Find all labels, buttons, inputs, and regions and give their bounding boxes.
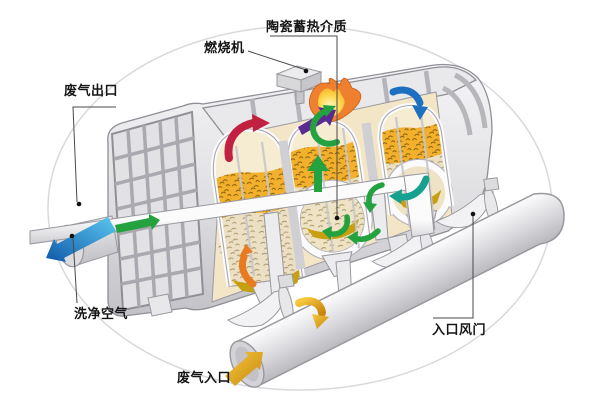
hot-gas-arrow-head (252, 114, 270, 132)
leader-exhaust-outlet (72, 106, 116, 203)
duct-flow-arrow (115, 214, 160, 233)
green-left-arrow (355, 228, 381, 242)
damper-stub (483, 177, 500, 192)
leader-ceramic-media (270, 35, 338, 216)
damper-left (226, 273, 295, 328)
teal-return-arrow (397, 175, 430, 201)
inlet-flow-arrow (225, 352, 263, 386)
ceramic-bed-speckle (379, 122, 445, 164)
duct-elbow (403, 172, 435, 238)
flame-loop-arrow (309, 108, 340, 147)
label-exhaust-inlet: 废气入口 (177, 370, 231, 385)
support-foot (147, 293, 173, 317)
chamber-edge (379, 104, 453, 216)
leader-dot (470, 211, 476, 217)
orange-rise-arrow (238, 253, 257, 288)
label-burner: 燃烧机 (204, 40, 245, 55)
leader-inlet-damper (433, 216, 474, 319)
annotations: 陶瓷蓄热介质 燃烧机 废气出口 洗净空气 废气入口 入口风门 (64, 19, 486, 385)
label-clean-air: 洗净空气 (74, 306, 128, 321)
burner-unit (275, 65, 323, 105)
end-cap-ribs (441, 72, 488, 136)
label-inlet-damper: 入口风门 (432, 322, 486, 337)
gold-hook-arrow-head (312, 314, 329, 329)
damper-cone (226, 288, 289, 328)
damper-cone (435, 191, 494, 229)
top-right-down-arrow (389, 86, 424, 107)
teal-return-arrow-head (389, 189, 402, 204)
label-exhaust-outlet: 废气出口 (64, 83, 118, 98)
bed-up-arrow (307, 155, 329, 192)
top-right-down-arrow-head (412, 105, 428, 120)
leader-burner (247, 50, 307, 71)
hot-gas-arrow (224, 119, 257, 162)
ceramic-bed-speckle (287, 140, 362, 188)
molten-layer (306, 218, 360, 240)
green-hook-arrow (329, 214, 351, 237)
leader-dot (76, 201, 82, 207)
label-ceramic-media: 陶瓷蓄热介质 (266, 19, 347, 34)
gold-hook-arrow (295, 297, 326, 317)
damper-stub (277, 273, 295, 289)
leader-dot (69, 233, 75, 239)
leader-clean-air (72, 237, 78, 304)
green-hook-arrow-head (322, 226, 332, 240)
leader-dot (334, 215, 340, 221)
flow-arrows (46, 86, 430, 386)
green-down-arrow (366, 182, 385, 206)
outlet-flow-arrow (46, 217, 116, 262)
flame-loop-arrow-head (323, 105, 336, 117)
leader-dot (303, 68, 309, 74)
inlet-pipe (234, 192, 565, 388)
green-down-arrow-head (363, 202, 377, 213)
green-left-arrow-head (347, 231, 358, 245)
orange-rise-arrow-head (239, 244, 253, 257)
